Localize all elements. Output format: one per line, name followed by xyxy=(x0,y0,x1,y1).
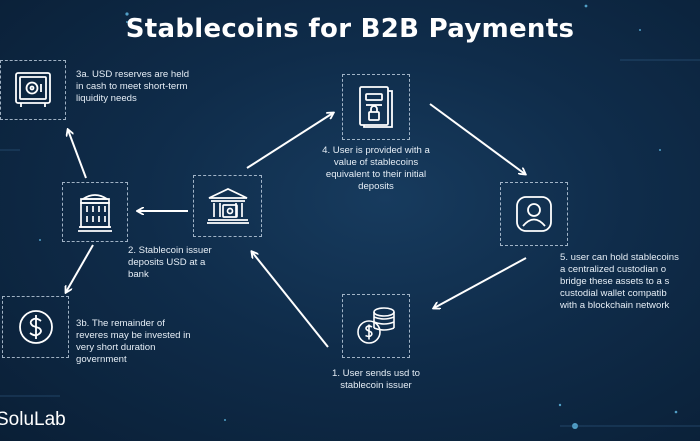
step-4-label: 4. User is provided with a value of stab… xyxy=(322,145,430,192)
bank-box xyxy=(193,175,262,237)
user-box xyxy=(500,182,568,246)
arrow-coins-to-bank xyxy=(252,252,329,348)
document-lock-icon xyxy=(359,86,393,128)
bank-icon xyxy=(206,188,249,224)
step-1-label: 1. User sends usd to stablecoin issuer xyxy=(332,368,420,391)
arrow-user-to-coins xyxy=(434,257,527,308)
step-5-label: 5. user can hold stablecoins a centraliz… xyxy=(560,252,679,311)
treasury-box xyxy=(62,182,128,242)
arrow-treasury-to-safe xyxy=(68,130,87,179)
coins-box xyxy=(342,294,410,358)
coin-stack-icon xyxy=(357,307,395,344)
treasury-building-icon xyxy=(78,194,112,232)
arrow-treasury-to-dollar xyxy=(66,244,94,292)
brand-logo-text: SoluLab xyxy=(0,409,66,430)
document-box xyxy=(342,74,410,140)
dollar-box xyxy=(2,296,69,358)
step-3a-label: 3a. USD reserves are held in cash to mee… xyxy=(76,69,190,104)
page-title: Stablecoins for B2B Payments xyxy=(125,14,575,44)
step-2-label: 2. Stablecoin issuer deposits USD at a b… xyxy=(128,245,212,280)
user-icon xyxy=(516,196,552,232)
step-3b-label: 3b. The remainder of reveres may be inve… xyxy=(76,318,191,365)
safe-icon xyxy=(15,72,51,107)
safe-box xyxy=(0,60,66,120)
dollar-coin-icon xyxy=(18,310,53,344)
